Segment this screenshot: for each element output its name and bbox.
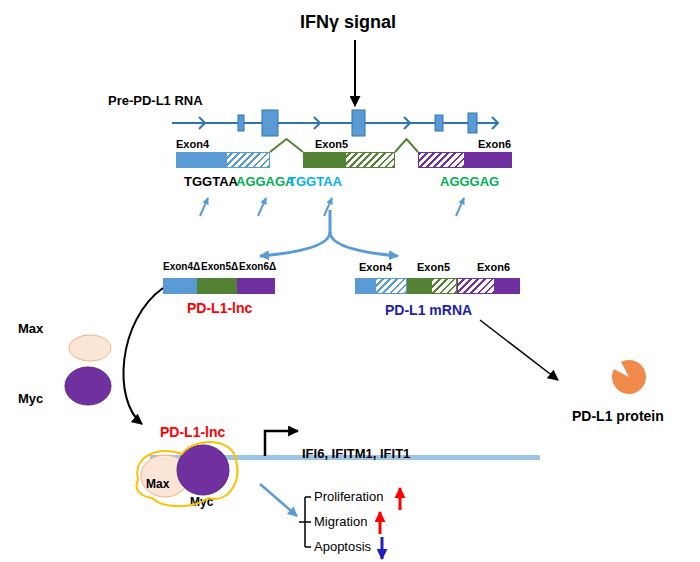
connector xyxy=(270,139,303,152)
exon-box: Exon6 xyxy=(418,138,512,169)
exon-segment xyxy=(176,152,226,168)
exon-segment xyxy=(465,152,512,168)
text-label: Apoptosis xyxy=(314,540,371,555)
node-label: Max xyxy=(18,322,43,337)
max-protein: Max xyxy=(18,322,114,364)
node-label: Exon6 xyxy=(478,138,511,151)
exon-segment xyxy=(345,152,395,168)
lncrna-curve xyxy=(137,442,238,506)
text-label: AGGAGA xyxy=(236,175,295,190)
ellipse-shape xyxy=(69,335,111,361)
protein-ellipse xyxy=(64,366,112,406)
down-arrow xyxy=(381,537,384,559)
exon-segment xyxy=(418,152,465,168)
protein-shape: PD-L1 protein xyxy=(558,358,690,430)
node-label: Exon5 xyxy=(417,261,450,274)
gene-structure: Pre-PD-L1 RNA xyxy=(100,94,500,138)
node-label: Pre-PD-L1 RNA xyxy=(108,94,203,109)
exon-bar xyxy=(303,152,395,168)
gene-line xyxy=(172,110,498,136)
exon-segment xyxy=(431,278,457,294)
exon-segment xyxy=(303,152,345,168)
node-label: Exon4 xyxy=(176,138,209,151)
site-pointer xyxy=(200,198,464,216)
up-arrow xyxy=(399,488,402,510)
effect-arrow xyxy=(260,484,297,516)
connector xyxy=(395,139,418,152)
exon-segment xyxy=(457,278,495,294)
protein-icon xyxy=(610,358,648,396)
text-label: AGGGAG xyxy=(440,175,499,190)
exon-bar xyxy=(163,278,275,294)
promoter-complex: PD-L1-lncMaxMyc xyxy=(132,424,242,512)
text-label: Migration xyxy=(314,515,367,530)
protein-ellipse xyxy=(68,334,112,362)
text-label: Proliferation xyxy=(314,490,383,505)
splice-split-arrow xyxy=(260,210,398,256)
connector xyxy=(480,320,558,380)
transcription-arrow xyxy=(265,431,298,456)
node-label: Exon4Δ xyxy=(163,261,200,273)
exon-segment xyxy=(375,278,407,294)
exon-segment xyxy=(495,278,520,294)
exon-box: Exon5 xyxy=(303,138,395,169)
node-label: Myc xyxy=(18,392,43,407)
exon-segment xyxy=(163,278,197,294)
connector xyxy=(123,288,163,424)
text-label: IFNγ signal xyxy=(300,12,396,33)
exon-bar xyxy=(418,152,512,168)
node-label: Exon4 xyxy=(359,261,392,274)
transcript-bar: Exon4ΔExon5ΔExon6Δ PD-L1-lnc xyxy=(163,258,275,318)
up-arrow xyxy=(379,512,382,534)
exon-segment xyxy=(226,152,270,168)
ellipse-shape xyxy=(65,367,111,405)
exon-bar xyxy=(355,278,520,294)
node-label: Exon6Δ xyxy=(239,261,276,273)
text-label: IFI6, IFITM1, IFIT1 xyxy=(302,447,410,462)
node-label: Exon6 xyxy=(477,261,510,274)
node-label: PD-L1 protein xyxy=(572,408,664,424)
exon-segment xyxy=(407,278,431,294)
signal-arrow xyxy=(354,40,356,106)
node-label: Exon5Δ xyxy=(201,261,238,273)
exon-bar xyxy=(176,152,270,168)
protein-bite xyxy=(610,358,629,377)
transcript-bar: Exon4 Exon5 Exon6PD-L1 mRNA xyxy=(355,258,520,320)
myc-protein: Myc xyxy=(18,364,114,410)
lncrna-strand xyxy=(132,424,242,512)
node-label: PD-L1-lnc xyxy=(187,300,252,316)
exon-box: Exon4 xyxy=(176,138,270,169)
node-label: Max xyxy=(146,478,169,492)
node-label: Exon5 xyxy=(315,138,348,151)
exon-segment xyxy=(237,278,275,294)
node-label: PD-L1 mRNA xyxy=(385,302,472,318)
exon-segment xyxy=(355,278,375,294)
exon-segment xyxy=(197,278,237,294)
text-label: TGGTAA xyxy=(288,175,342,190)
node-label: PD-L1-lnc xyxy=(160,424,225,440)
ellipse-shape xyxy=(177,445,229,495)
text-label: TGGTAA xyxy=(184,175,238,190)
bracket xyxy=(299,497,311,547)
